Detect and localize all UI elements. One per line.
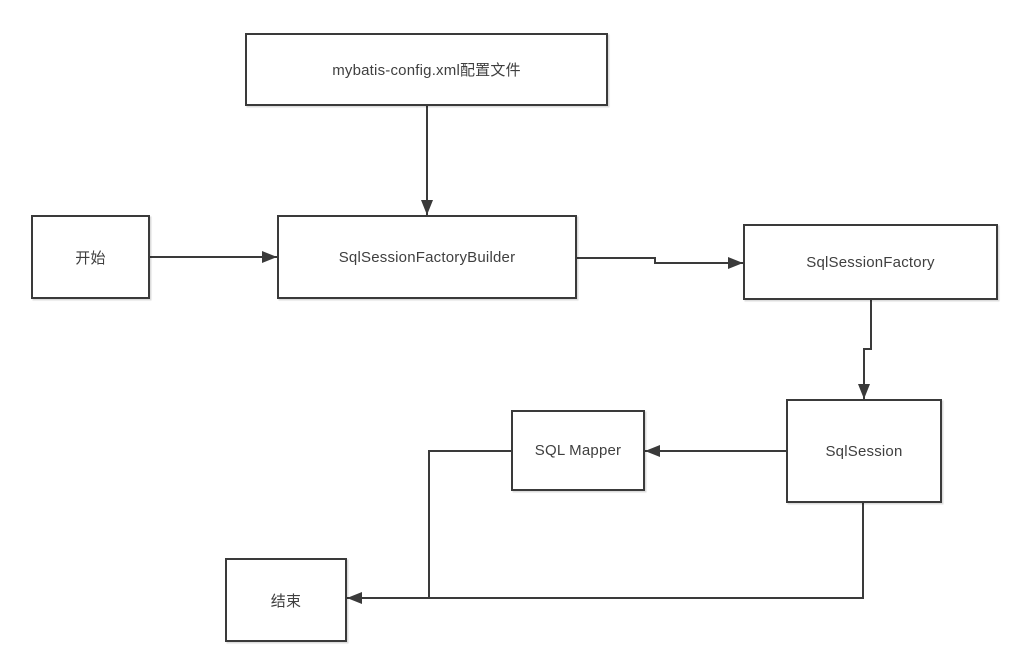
node-start: 开始 <box>31 215 150 299</box>
node-sqlsessionfactory: SqlSessionFactory <box>743 224 998 300</box>
node-end: 结束 <box>225 558 347 642</box>
node-sql-mapper: SQL Mapper <box>511 410 645 491</box>
node-start-label: 开始 <box>75 249 106 267</box>
edge-session-end <box>347 503 864 604</box>
node-sqlsession-label: SqlSession <box>825 442 903 460</box>
edge-builder-factory <box>577 257 743 269</box>
edge-factory-session <box>858 300 872 399</box>
node-sqlsession: SqlSession <box>786 399 942 503</box>
node-config-file: mybatis-config.xml配置文件 <box>245 33 608 106</box>
node-sqlsessionfactory-label: SqlSessionFactory <box>806 253 935 271</box>
node-sqlsessionfactorybuilder-label: SqlSessionFactoryBuilder <box>338 248 516 266</box>
node-end-label: 结束 <box>270 592 302 610</box>
node-config-file-label: mybatis-config.xml配置文件 <box>332 62 521 79</box>
node-sqlsessionfactorybuilder: SqlSessionFactoryBuilder <box>277 215 577 299</box>
edge-mapper-end <box>428 450 511 598</box>
node-sql-mapper-label: SQL Mapper <box>534 442 622 459</box>
